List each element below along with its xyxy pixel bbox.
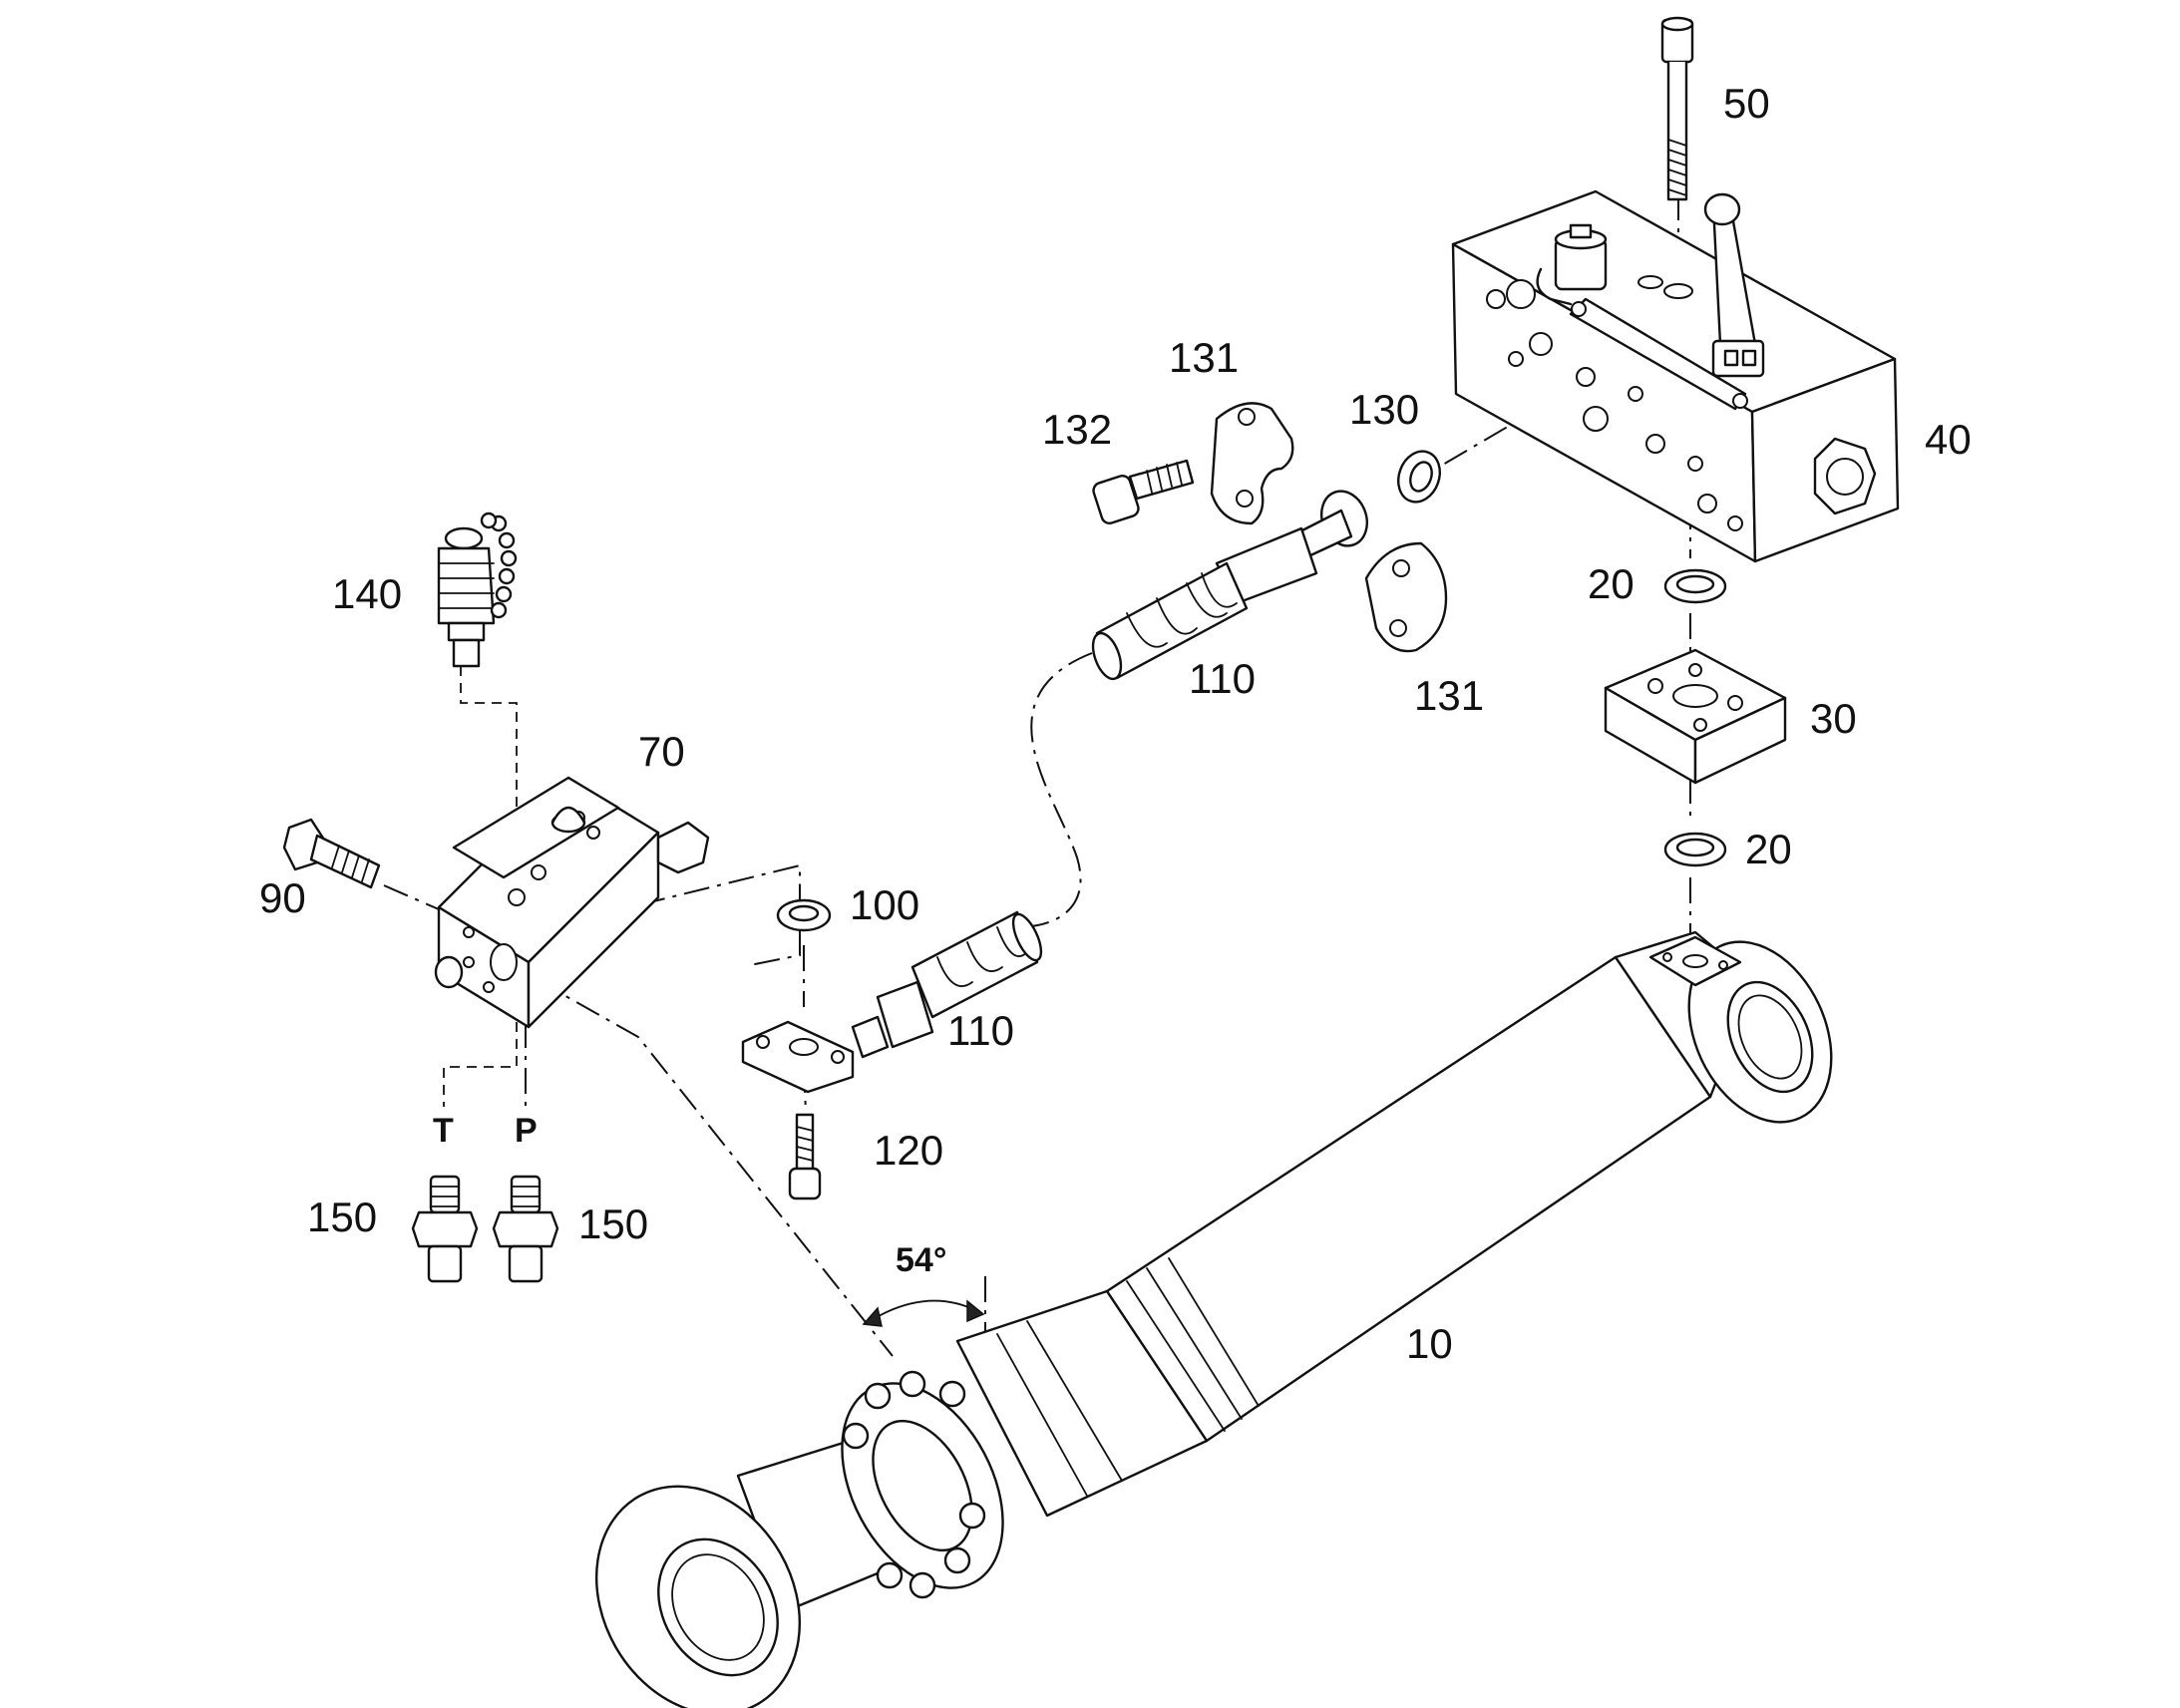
label-50: 50 <box>1723 80 1770 127</box>
port-label-t: T <box>433 1112 454 1150</box>
part-150-fitting-p <box>492 1175 559 1283</box>
part-50-socket-head-bolt <box>1660 16 1694 201</box>
part-10-hydraulic-cylinder <box>594 930 1833 1708</box>
label-130: 130 <box>1349 386 1419 433</box>
part-70-valve-body <box>434 776 710 1029</box>
label-140: 140 <box>332 570 402 617</box>
part-90-hex-bolt <box>282 818 381 889</box>
label-10: 10 <box>1406 1320 1453 1367</box>
part-150-fitting-t <box>411 1175 479 1283</box>
part-131-split-flange-upper <box>1210 402 1294 525</box>
part-130-o-ring <box>1397 450 1441 504</box>
label-110-upper: 110 <box>1189 655 1256 702</box>
part-110-hose-lower <box>741 910 1043 1094</box>
label-100: 100 <box>850 881 919 928</box>
part-120-socket-head-screw <box>788 1113 822 1200</box>
part-40-valve-block <box>1451 189 1900 563</box>
label-131-lower: 131 <box>1414 672 1484 719</box>
label-20-upper: 20 <box>1588 560 1635 607</box>
label-120: 120 <box>874 1127 943 1174</box>
label-90: 90 <box>259 874 306 921</box>
part-number-labels: 10 20 20 30 40 50 70 90 100 110 110 120 … <box>259 80 1972 1367</box>
label-150-left: 150 <box>307 1194 377 1240</box>
part-131-split-flange-lower <box>1364 541 1448 653</box>
angle-label: 54° <box>896 1241 946 1279</box>
label-40: 40 <box>1925 416 1972 463</box>
angle-indicator <box>862 1299 985 1327</box>
label-20-lower: 20 <box>1745 826 1792 872</box>
label-131-upper: 131 <box>1169 334 1239 381</box>
part-20-o-ring-lower <box>1663 832 1727 867</box>
part-30-adapter-plate <box>1604 648 1787 785</box>
part-140-test-coupling <box>437 512 518 668</box>
label-70: 70 <box>638 728 685 775</box>
port-label-p: P <box>515 1112 538 1150</box>
label-110-lower: 110 <box>947 1007 1014 1054</box>
part-110-hose-upper <box>1091 490 1368 681</box>
part-100-o-ring <box>776 898 832 932</box>
label-30: 30 <box>1810 695 1857 742</box>
part-20-o-ring-upper <box>1663 568 1727 604</box>
part-132-socket-head-screw <box>1092 459 1195 524</box>
label-150-right: 150 <box>578 1200 648 1247</box>
label-132: 132 <box>1042 406 1112 453</box>
